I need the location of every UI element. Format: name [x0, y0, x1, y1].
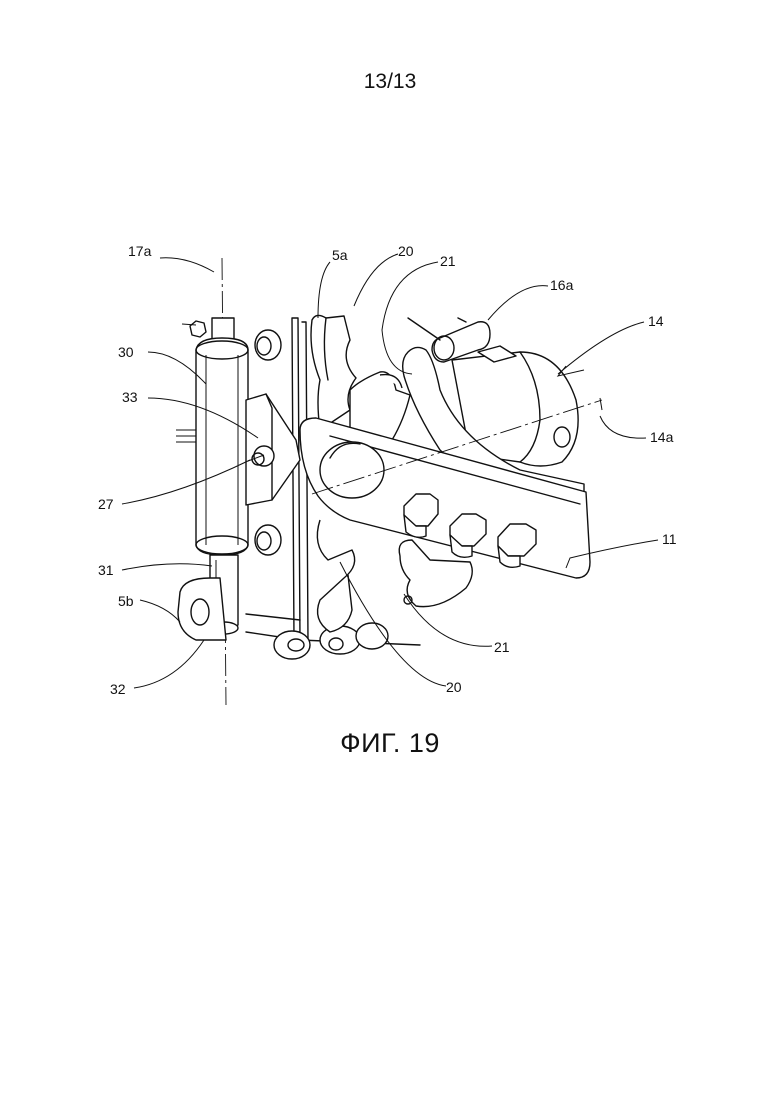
label-17a: 17a — [128, 243, 152, 259]
figure-caption: ФИГ. 19 — [0, 728, 780, 759]
label-16a: 16a — [550, 277, 574, 293]
label-14: 14 — [648, 313, 664, 329]
left-bracket-stubs — [176, 430, 196, 442]
bracket-5b — [178, 578, 226, 640]
label-30: 30 — [118, 344, 134, 360]
label-5a: 5a — [332, 247, 348, 263]
label-14a: 14a — [650, 429, 674, 445]
label-33: 33 — [122, 389, 138, 405]
label-32: 32 — [110, 681, 126, 697]
label-11: 11 — [662, 531, 677, 547]
top-nut — [182, 321, 206, 337]
label-21-bottom: 21 — [494, 639, 510, 655]
label-20-bottom: 20 — [446, 679, 462, 695]
label-5b: 5b — [118, 593, 134, 609]
label-27: 27 — [98, 496, 114, 512]
label-31: 31 — [98, 562, 114, 578]
label-21-top: 21 — [440, 253, 456, 269]
label-20-top: 20 — [398, 243, 414, 259]
